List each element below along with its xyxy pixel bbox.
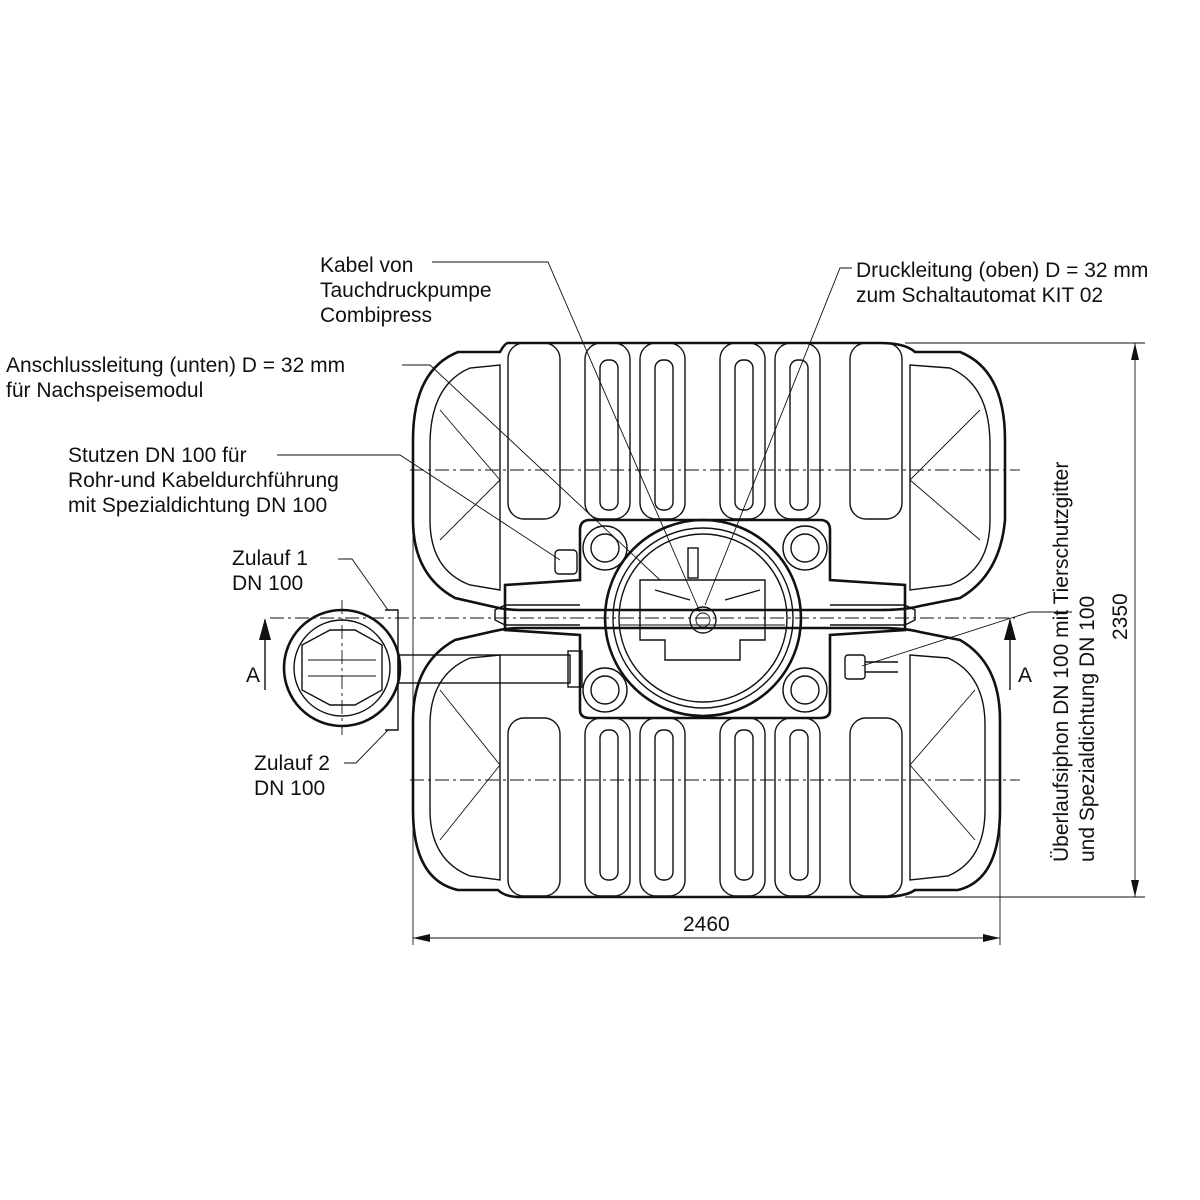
label-ueberlauf: Überlaufsiphon DN 100 mit Tierschutzgitt… [1050, 462, 1099, 862]
label-zulauf2: Zulauf 2 DN 100 [254, 752, 330, 800]
label-zulauf2-line2: DN 100 [254, 777, 325, 800]
label-druckleitung-line1: Druckleitung (oben) D = 32 mm [856, 259, 1148, 282]
label-ueberlauf-line1: Überlaufsiphon DN 100 mit Tierschutzgitt… [1050, 462, 1073, 862]
label-zulauf1-line1: Zulauf 1 [232, 547, 308, 570]
label-druckleitung: Druckleitung (oben) D = 32 mm zum Schalt… [856, 259, 1148, 307]
section-mark-right: A [1004, 618, 1032, 690]
label-anschluss-line1: Anschlussleitung (unten) D = 32 mm [6, 354, 345, 377]
dimension-width-value: 2460 [683, 913, 730, 936]
label-zulauf2-line1: Zulauf 2 [254, 752, 330, 775]
label-kabel-line3: Combipress [320, 304, 432, 327]
dimension-height: 2350 [905, 342, 1145, 898]
label-stutzen-line1: Stutzen DN 100 für [68, 444, 247, 467]
dimension-width: 2460 [412, 520, 1001, 945]
inlet-pipe [282, 600, 583, 735]
section-label-right: A [1018, 664, 1032, 687]
tank-outline [270, 341, 1020, 899]
section-label-left: A [246, 664, 260, 687]
dimension-height-value: 2350 [1109, 593, 1132, 640]
label-anschluss-line2: für Nachspeisemodul [6, 379, 203, 402]
label-stutzen-line3: mit Spezialdichtung DN 100 [68, 494, 327, 517]
label-stutzen-line2: Rohr-und Kabeldurchführung [68, 469, 339, 492]
label-kabel-line1: Kabel von [320, 254, 413, 277]
label-druckleitung-line2: zum Schaltautomat KIT 02 [856, 284, 1103, 307]
label-anschluss: Anschlussleitung (unten) D = 32 mm für N… [6, 354, 345, 402]
label-ueberlauf-line2: und Spezialdichtung DN 100 [1076, 596, 1099, 862]
label-kabel-line2: Tauchdruckpumpe [320, 279, 492, 302]
label-zulauf1: Zulauf 1 DN 100 [232, 547, 308, 595]
leader-lines [277, 261, 1072, 764]
label-stutzen: Stutzen DN 100 für Rohr-und Kabeldurchfü… [68, 444, 339, 517]
label-zulauf1-line2: DN 100 [232, 572, 303, 595]
label-kabel: Kabel von Tauchdruckpumpe Combipress [320, 254, 492, 327]
section-mark-left: A [246, 618, 271, 690]
